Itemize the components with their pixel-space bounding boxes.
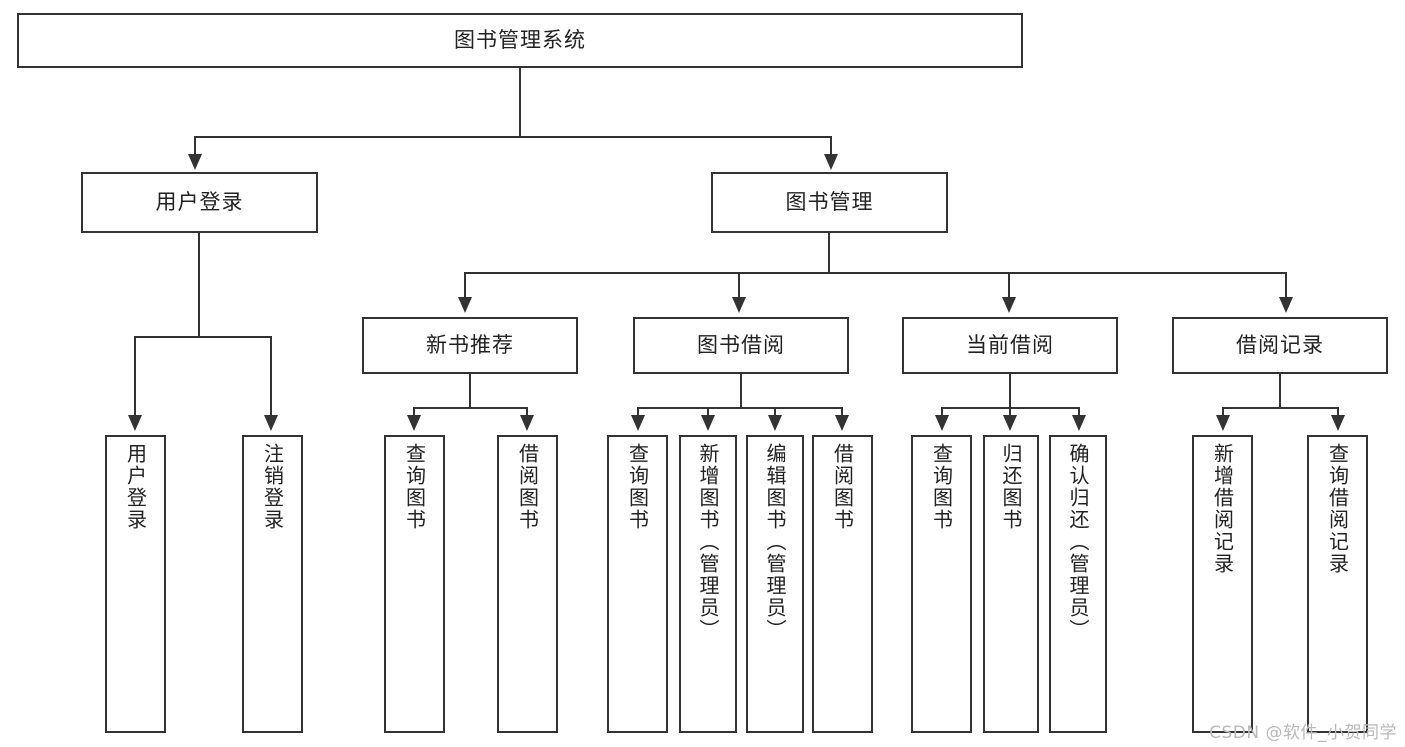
arrowhead-leaf-current-borrow-3	[1072, 415, 1086, 431]
connector-root-stem	[519, 68, 521, 137]
node-label: 查询图书	[929, 443, 954, 531]
node-current-borrow[interactable]: 当前借阅	[902, 317, 1118, 374]
node-label: 图书管理系统	[454, 28, 586, 53]
connector-book-borrow-bus	[637, 407, 843, 409]
node-label: 借阅图书	[830, 443, 855, 531]
node-label: 当前借阅	[966, 333, 1054, 358]
leaf-user-login-logout[interactable]: 注销登录	[242, 435, 303, 733]
leaf-current-borrow-confirm-return-admin[interactable]: 确认归还（管理员）	[1049, 435, 1107, 733]
node-label: 用户登录	[123, 443, 148, 531]
connector-book-borrow-drop-1	[637, 407, 639, 419]
connector-borrow-record-stem	[1279, 374, 1281, 408]
leaf-new-book-borrow-book[interactable]: 借阅图书	[497, 435, 558, 733]
connector-level3-drop-2	[738, 272, 740, 300]
node-new-book-recommend[interactable]: 新书推荐	[362, 317, 578, 374]
arrowhead-leaf-new-book-1	[407, 415, 421, 431]
arrowhead-to-new-book-recommend	[458, 297, 472, 313]
node-label: 图书借阅	[697, 333, 785, 358]
node-label: 查询借阅记录	[1325, 443, 1350, 575]
node-label: 编辑图书（管理员）	[763, 443, 787, 641]
node-root-book-management-system[interactable]: 图书管理系统	[17, 13, 1023, 68]
node-label: 图书管理	[785, 190, 874, 215]
connector-root-bus	[194, 136, 832, 138]
arrowhead-leaf-current-borrow-1	[935, 415, 949, 431]
node-label: 借阅图书	[515, 443, 540, 531]
leaf-current-borrow-return-book[interactable]: 归还图书	[983, 435, 1039, 733]
arrowhead-leaf-borrow-record-2	[1331, 415, 1345, 431]
leaf-borrow-record-add-record[interactable]: 新增借阅记录	[1192, 435, 1253, 733]
connector-new-book-drop-1	[413, 407, 415, 419]
leaf-book-borrow-add-book-admin[interactable]: 新增图书（管理员）	[679, 435, 737, 733]
leaf-book-borrow-borrow-book[interactable]: 借阅图书	[812, 435, 873, 733]
connector-user-login-stem	[198, 233, 200, 337]
connector-book-borrow-stem	[740, 374, 742, 408]
node-label: 查询图书	[402, 443, 427, 531]
node-label: 注销登录	[260, 443, 285, 531]
arrowhead-leaf-new-book-2	[520, 415, 534, 431]
arrowhead-leaf-book-borrow-2	[701, 415, 715, 431]
arrowhead-leaf-current-borrow-2	[1003, 415, 1017, 431]
arrowhead-to-current-borrow	[1002, 297, 1016, 313]
connector-new-book-stem	[469, 374, 471, 408]
connector-borrow-record-drop-1	[1222, 407, 1224, 419]
connector-root-drop-1	[194, 136, 196, 160]
connector-current-borrow-stem	[1009, 374, 1011, 408]
node-label: 借阅记录	[1236, 333, 1324, 358]
node-label: 新增图书（管理员）	[696, 443, 720, 641]
connector-book-management-stem	[828, 233, 830, 273]
arrowhead-to-book-management	[824, 154, 838, 170]
connector-level3-drop-4	[1285, 272, 1287, 300]
connector-new-book-bus	[413, 407, 528, 409]
csdn-watermark: CSDN @软件_小贺同学	[1209, 723, 1397, 743]
connector-book-borrow-drop-3	[774, 407, 776, 419]
connector-level3-bus	[464, 272, 1287, 274]
node-book-borrow[interactable]: 图书借阅	[633, 317, 849, 374]
arrowhead-leaf-book-borrow-3	[768, 415, 782, 431]
node-book-management[interactable]: 图书管理	[711, 172, 948, 233]
connector-root-drop-2	[830, 136, 832, 160]
leaf-borrow-record-query-record[interactable]: 查询借阅记录	[1307, 435, 1368, 733]
node-label: 用户登录	[155, 190, 244, 215]
leaf-user-login-login[interactable]: 用户登录	[105, 435, 166, 733]
arrowhead-leaf-user-login-2	[264, 415, 278, 431]
node-label: 查询图书	[625, 443, 650, 531]
arrowhead-to-borrow-record	[1279, 297, 1293, 313]
leaf-new-book-query-book[interactable]: 查询图书	[384, 435, 445, 733]
connector-user-login-bus	[134, 336, 272, 338]
connector-book-borrow-drop-2	[707, 407, 709, 419]
arrowhead-leaf-book-borrow-4	[835, 415, 849, 431]
leaf-book-borrow-edit-book-admin[interactable]: 编辑图书（管理员）	[746, 435, 804, 733]
arrowhead-to-book-borrow	[732, 297, 746, 313]
connector-level3-drop-1	[464, 272, 466, 300]
connector-user-login-drop-1	[134, 336, 136, 419]
connector-current-borrow-drop-3	[1078, 407, 1080, 419]
node-user-login[interactable]: 用户登录	[81, 172, 318, 233]
arrowhead-leaf-borrow-record-1	[1216, 415, 1230, 431]
node-label: 确认归还（管理员）	[1066, 443, 1090, 641]
node-label: 归还图书	[999, 443, 1023, 531]
arrowhead-leaf-user-login-1	[128, 415, 142, 431]
connector-current-borrow-drop-2	[1009, 407, 1011, 419]
leaf-book-borrow-query-book[interactable]: 查询图书	[607, 435, 668, 733]
connector-user-login-drop-2	[270, 336, 272, 419]
connector-book-borrow-drop-4	[841, 407, 843, 419]
arrowhead-leaf-book-borrow-1	[631, 415, 645, 431]
leaf-current-borrow-query-book[interactable]: 查询图书	[911, 435, 972, 733]
connector-level3-drop-3	[1008, 272, 1010, 300]
node-borrow-record[interactable]: 借阅记录	[1172, 317, 1388, 374]
node-label: 新增借阅记录	[1210, 443, 1235, 575]
arrowhead-to-user-login	[188, 154, 202, 170]
connector-borrow-record-drop-2	[1337, 407, 1339, 419]
connector-borrow-record-bus	[1222, 407, 1339, 409]
connector-new-book-drop-2	[526, 407, 528, 419]
connector-current-borrow-drop-1	[941, 407, 943, 419]
node-label: 新书推荐	[426, 333, 514, 358]
